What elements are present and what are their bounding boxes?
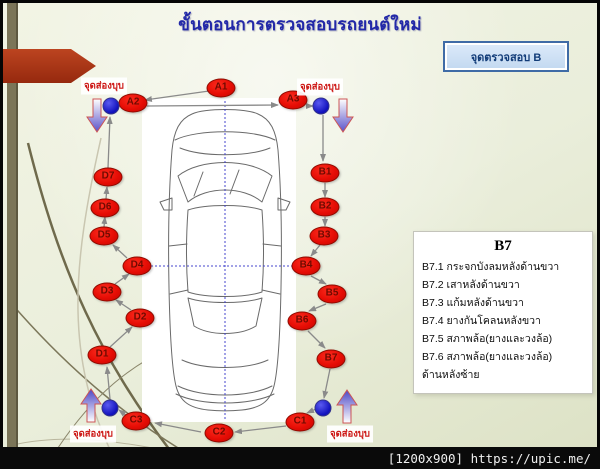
inspection-point-b2: B2 [310,197,340,217]
dent-check-label: จุดส่องบุบ [327,425,373,443]
inspection-point-b3: B3 [309,226,339,246]
dent-check-dot [312,97,330,115]
inspection-point-c2: C2 [204,423,234,443]
info-item: B7.6 สภาพล้อ(ยางและวงล้อ) [422,351,553,364]
inspection-detail-box: B7 B7.1 กระจกบังลมหลังด้านขวา B7.2 เสาหลั… [413,231,593,394]
dent-check-dot [101,399,119,417]
left-stripe [7,3,16,447]
dent-check-dot [102,97,120,115]
inspection-point-d1: D1 [87,345,117,365]
car-top-view-drawing [159,109,291,412]
inspection-point-b1: B1 [310,163,340,183]
page-title: ขั้นตอนการตรวจสอบรถยนต์ใหม่ [178,15,422,34]
up-arrow [80,388,102,423]
up-arrow [336,389,358,424]
inspection-detail-title: B7 [494,238,512,254]
inspection-detail-items: B7.1 กระจกบังลมหลังด้านขวา B7.2 เสาหลังด้… [422,258,584,384]
inspection-point-a1: A1 [206,78,236,98]
info-item: ด้านหลังซ้าย [422,369,480,382]
inspection-point-d3: D3 [92,282,122,302]
inspection-point-b7: B7 [316,349,346,369]
dent-check-label: จุดส่องบุบ [70,425,116,443]
dent-check-dot [314,399,332,417]
inspection-point-b5: B5 [317,284,347,304]
watermark-text: [1200x900] https://upic.me/ [387,450,591,466]
info-item: B7.2 เสาหลังด้านขวา [422,279,520,292]
down-arrow [86,98,108,133]
red-banner-arrow [3,49,96,83]
info-item: B7.4 ยางกันโคลนหลังขวา [422,315,541,328]
car-top-view-panel [142,98,296,422]
inspection-point-d6: D6 [90,198,120,218]
inspection-group-button[interactable]: จุดตรวจสอบ B [443,41,569,72]
info-item: B7.5 สภาพล้อ(ยางและวงล้อ) [422,333,553,346]
info-item: B7.1 กระจกบังลมหลังด้านขวา [422,261,560,273]
watermark-bar: [1200x900] https://upic.me/ [0,447,600,469]
info-item: B7.3 แก้มหลังด้านขวา [422,297,524,310]
slide-background: ขั้นตอนการตรวจสอบรถยนต์ใหม่ จุดตรวจสอบ B [3,3,597,447]
dent-check-label: จุดส่องบุบ [81,77,127,95]
down-arrow [332,98,354,133]
inspection-point-d7: D7 [93,167,123,187]
inspection-group-button-label: จุดตรวจสอบ B [470,51,542,64]
inspection-point-d5: D5 [89,226,119,246]
dent-check-label: จุดส่องบุบ [297,78,343,96]
